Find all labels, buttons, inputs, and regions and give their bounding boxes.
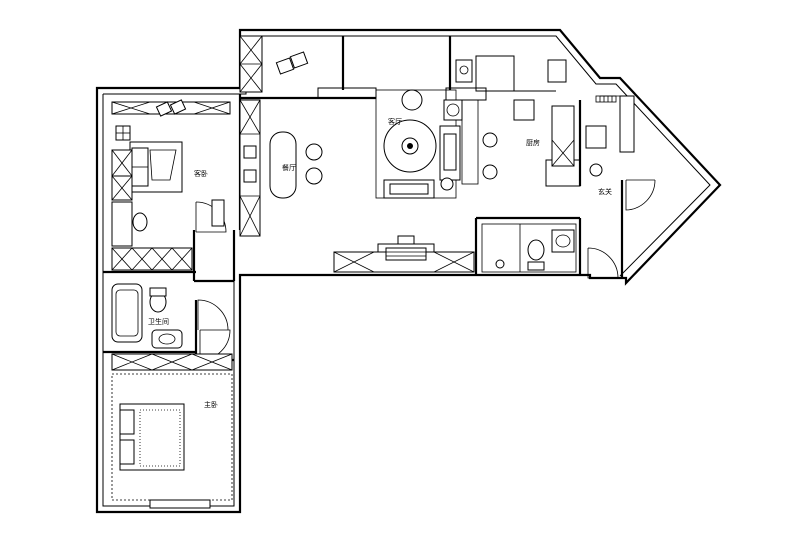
dining-room: [239, 99, 323, 237]
tv-console: [333, 235, 475, 273]
master-bedroom: [111, 373, 233, 509]
top-left-storage: [239, 35, 309, 93]
entrance-bathroom: [481, 223, 577, 273]
room-labels: 客厅 餐厅 厨房 客卧 卫生间 主卧 玄关: [148, 117, 612, 409]
guest-bedroom: [111, 99, 231, 271]
bathroom: [111, 283, 233, 371]
label-bathroom: 卫生间: [148, 317, 169, 326]
label-entrance: 玄关: [598, 187, 612, 196]
entrance: [600, 95, 635, 153]
label-master-bedroom: 主卧: [204, 400, 218, 409]
label-kitchen: 厨房: [526, 138, 540, 147]
living-room: [375, 89, 498, 199]
label-dining-room: 餐厅: [282, 163, 296, 172]
label-guest-bedroom: 客卧: [194, 169, 208, 178]
interior-walls: [103, 36, 624, 362]
label-living-room: 客厅: [388, 117, 402, 126]
kitchen: [455, 59, 617, 177]
